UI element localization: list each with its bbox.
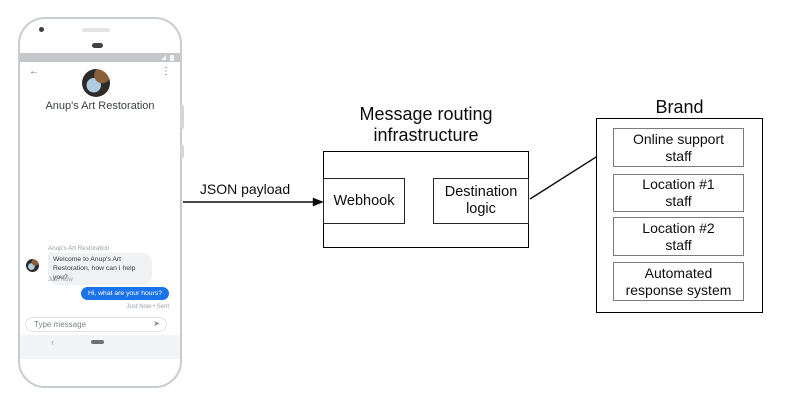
phone-mockup: ← ⋮ Anup's Art Restoration Anup's Art Re… bbox=[18, 17, 184, 388]
battery-icon bbox=[170, 54, 174, 61]
back-button[interactable]: ← bbox=[29, 66, 39, 77]
chat-title: Anup's Art Restoration bbox=[45, 100, 155, 112]
volume-button[interactable] bbox=[180, 105, 184, 129]
status-bar bbox=[20, 53, 180, 62]
overflow-menu-button[interactable]: ⋮ bbox=[161, 66, 171, 77]
send-icon[interactable]: ➤ bbox=[153, 319, 160, 329]
power-button[interactable] bbox=[180, 145, 184, 158]
outgoing-timestamp: Just Now • Sent bbox=[126, 304, 169, 310]
earpiece-speaker bbox=[82, 28, 110, 32]
location-2-staff-box: Location #2 staff bbox=[613, 217, 744, 256]
destination-brand-arrow-line bbox=[529, 151, 604, 200]
nav-back-icon[interactable]: ‹ bbox=[51, 337, 54, 347]
business-avatar bbox=[82, 69, 110, 97]
payload-arrowhead-icon bbox=[312, 197, 324, 207]
online-support-staff-box: Online support staff bbox=[613, 128, 744, 167]
payload-arrow-label: JSON payload bbox=[199, 181, 291, 197]
message-input-placeholder: Type message bbox=[34, 319, 87, 329]
nav-home-icon[interactable] bbox=[91, 340, 104, 344]
location-1-staff-box: Location #1 staff bbox=[613, 174, 744, 212]
incoming-timestamp: Just Now bbox=[48, 277, 73, 283]
incoming-message-bubble: Welcome to Anup's Art Restoration, how c… bbox=[48, 253, 152, 286]
outgoing-message-bubble: Hi, what are your hours? bbox=[80, 287, 169, 300]
speaker-grille bbox=[92, 43, 103, 48]
sender-name-label: Anup's Art Restoration bbox=[48, 245, 110, 252]
routing-group-title: Message routing infrastructure bbox=[359, 104, 493, 145]
message-avatar bbox=[26, 259, 39, 272]
message-input[interactable]: Type message ➤ bbox=[25, 317, 167, 332]
android-nav-bar: ‹ bbox=[20, 335, 180, 359]
brand-group-title: Brand bbox=[655, 97, 704, 117]
automated-response-system-box: Automated response system bbox=[613, 262, 744, 301]
webhook-box: Webhook bbox=[323, 178, 405, 224]
signal-icon bbox=[161, 55, 166, 60]
front-camera-icon bbox=[39, 27, 44, 32]
destination-logic-box: Destination logic bbox=[433, 178, 529, 224]
